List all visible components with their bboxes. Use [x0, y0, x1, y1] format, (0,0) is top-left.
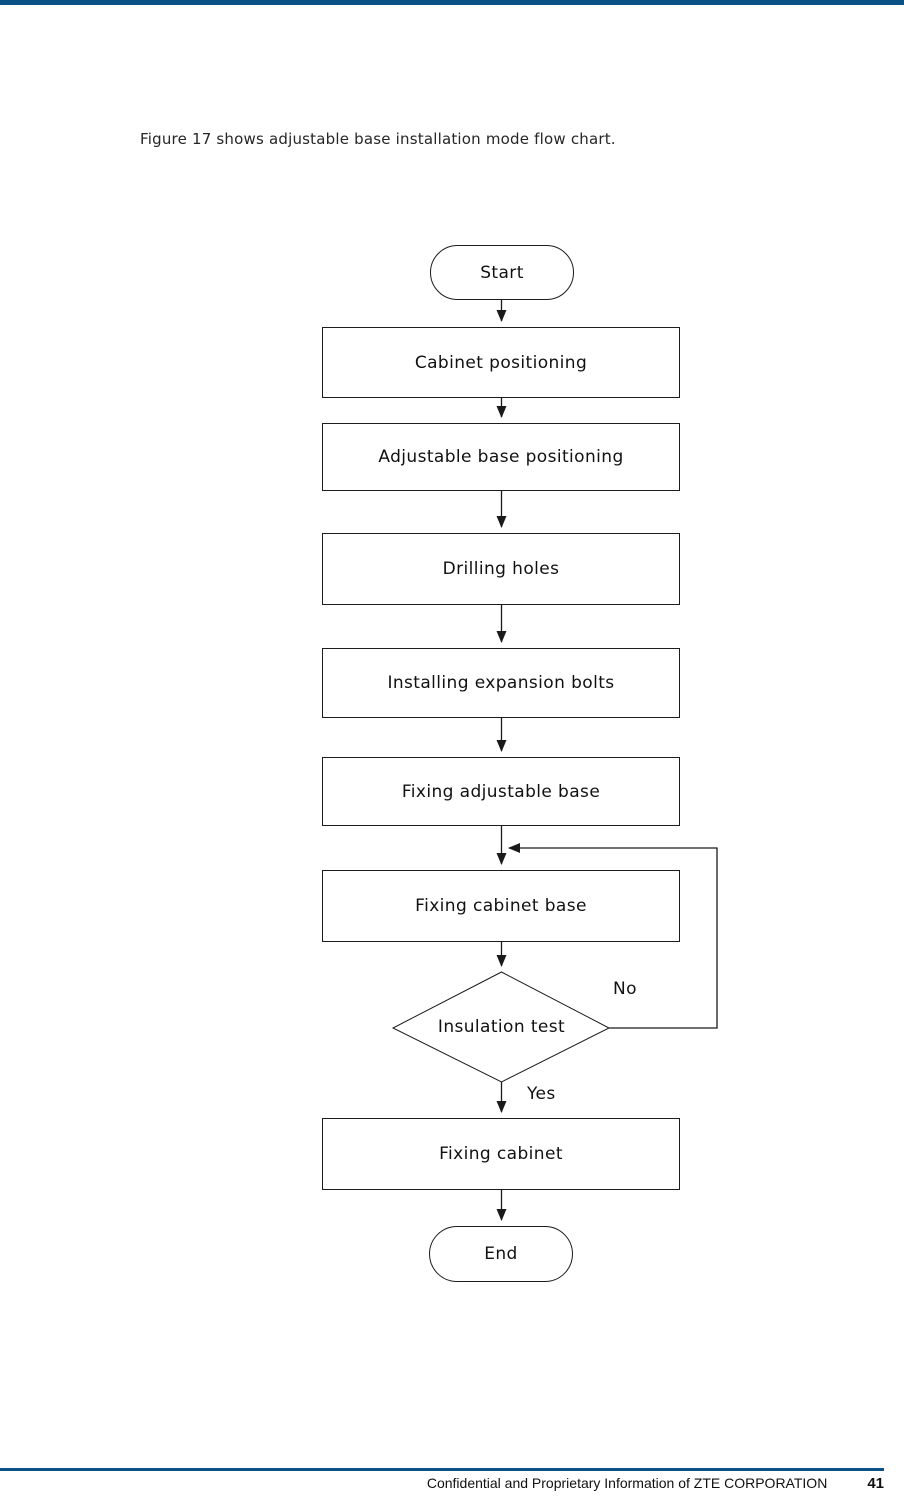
- footer-rule: [0, 1468, 884, 1471]
- figure-caption: Figure 17 shows adjustable base installa…: [140, 130, 616, 148]
- edge-label-no: No: [613, 979, 637, 999]
- flow-node-fixing-adjustable-base: Fixing adjustable base: [322, 757, 680, 826]
- flow-node-start: Start: [430, 245, 574, 300]
- footer-confidentiality-text: Confidential and Proprietary Information…: [426, 1475, 828, 1491]
- footer: Confidential and Proprietary Information…: [0, 1475, 884, 1492]
- flow-node-fixing-cabinet: Fixing cabinet: [322, 1118, 680, 1190]
- flow-node-drilling-holes: Drilling holes: [322, 533, 680, 605]
- top-accent-bar: [0, 0, 904, 5]
- flow-node-cabinet-positioning: Cabinet positioning: [322, 327, 680, 398]
- flow-node-fixing-cabinet-base: Fixing cabinet base: [322, 870, 680, 942]
- edge-insulation-test-no-loop: [508, 843, 718, 1029]
- edge-label-yes: Yes: [527, 1084, 556, 1104]
- decision-diamond-shape: [391, 971, 611, 1083]
- flow-node-end: End: [429, 1226, 573, 1282]
- page-number: 41: [867, 1475, 884, 1492]
- flow-node-insulation-test: Insulation test: [437, 1017, 566, 1037]
- flow-node-installing-expansion-bolts: Installing expansion bolts: [322, 648, 680, 718]
- flow-node-adjustable-base-positioning: Adjustable base positioning: [322, 423, 680, 491]
